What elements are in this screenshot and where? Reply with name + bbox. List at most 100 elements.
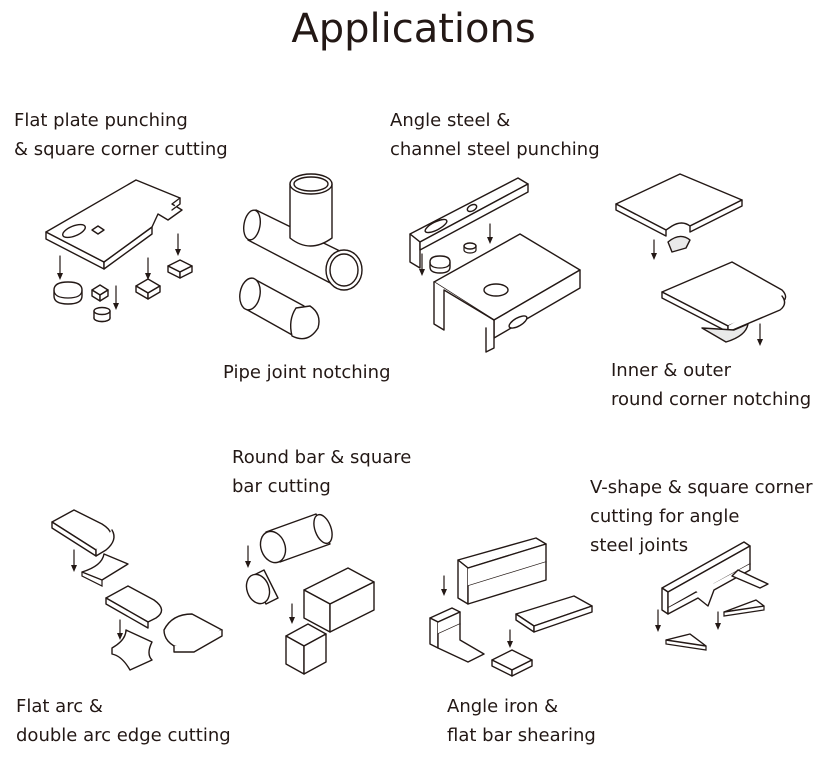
arrow-head [289, 617, 295, 624]
square-slug-side [304, 634, 326, 674]
flat-slug-edge [512, 660, 532, 676]
lower-angle-base [438, 624, 484, 662]
caption-line: steel joints [590, 535, 689, 556]
caption-angle-flat-bar-shearing: Angle iron & flat bar shearing [447, 692, 596, 750]
caption-line: Round bar & square [232, 447, 412, 468]
v-angle-base [668, 564, 750, 614]
square-bar-side [330, 582, 374, 632]
arrow-head [651, 253, 657, 260]
triangle-slug [666, 634, 706, 646]
outer-corner-slug [702, 324, 748, 342]
v-angle-leg [662, 588, 668, 614]
arrow-head [715, 623, 721, 630]
arrow-head [487, 237, 493, 244]
notched-pipe-end [237, 277, 262, 312]
channel-top [434, 234, 580, 320]
slug-edge [54, 290, 82, 298]
slot-hole [61, 222, 87, 240]
v-angle-flange [732, 570, 768, 588]
top-angle-base [468, 562, 546, 604]
flat-plate-punching-illustration [40, 172, 210, 322]
arrow-head [419, 269, 425, 276]
channel-slot [507, 314, 528, 331]
caption-line: Flat arc & [16, 696, 103, 717]
lower-angle-leg [430, 618, 438, 648]
arrow-head [145, 273, 151, 280]
lower-plate-top [662, 262, 786, 326]
arrow-head [507, 641, 513, 648]
caption-line: channel steel punching [390, 139, 600, 160]
caption-line: round corner notching [611, 389, 812, 410]
double-arc-slug [112, 630, 152, 670]
slot-slug [430, 256, 450, 273]
caption-line: cutting for angle [590, 506, 740, 527]
top-angle-leg [458, 560, 468, 604]
arc-piece-edge [96, 530, 114, 556]
bar-cutting-illustration [243, 508, 388, 676]
angle-hole [466, 203, 478, 213]
caption-line: double arc edge cutting [16, 725, 231, 746]
arrow-head [175, 249, 181, 256]
square-hole [92, 226, 104, 234]
caption-flat-plate-punching: Flat plate punching & square corner cutt… [14, 106, 228, 164]
caption-line: & square corner cutting [14, 139, 228, 160]
caption-line: bar cutting [232, 476, 331, 497]
round-corner-notching-illustration [610, 166, 800, 346]
caption-line: Pipe joint notching [223, 362, 391, 383]
middle-arc-piece [106, 586, 162, 622]
slot-slug [54, 282, 82, 304]
arc-slug-edge [82, 572, 102, 586]
arrow-head [117, 633, 123, 640]
corner-cut-side [148, 286, 160, 299]
vertical-pipe-inner [294, 177, 328, 191]
channel-lip [486, 320, 494, 352]
flat-bar-edge [534, 606, 592, 632]
caption-round-corner-notching: Inner & outer round corner notching [611, 356, 811, 414]
middle-arc-edge [106, 598, 148, 628]
caption-line: Inner & outer [611, 360, 732, 381]
round-slug-face [243, 571, 274, 607]
caption-line: Flat plate punching [14, 110, 188, 131]
inner-corner-slug [668, 236, 690, 252]
lower-plate-edge [728, 296, 785, 332]
arrow-head [655, 625, 661, 632]
round-bar-end [310, 512, 335, 546]
caption-flat-arc-cutting: Flat arc & double arc edge cutting [16, 692, 231, 750]
upper-plate-edge [616, 204, 666, 236]
pipe-joint-illustration [234, 168, 374, 348]
channel-left-flange [434, 282, 494, 330]
angle-slot [423, 217, 448, 235]
notch-depth [172, 198, 180, 210]
triangle-slug-edge [666, 640, 706, 650]
caption-line: V-shape & square corner [590, 477, 813, 498]
upper-plate-top [616, 174, 742, 230]
arc-slug [82, 554, 128, 580]
arrow-head [441, 589, 447, 596]
angle-flat-shearing-illustration [424, 534, 604, 682]
round-slug [464, 243, 476, 249]
caption-line: Angle iron & [447, 696, 559, 717]
slug-edge [430, 262, 450, 268]
caption-angle-channel-punching: Angle steel & channel steel punching [390, 106, 600, 164]
arrow-head [245, 561, 251, 568]
channel-hole [484, 284, 508, 296]
page-title: Applications [291, 6, 536, 52]
angle-channel-punching-illustration [400, 170, 585, 360]
upper-plate-edge [690, 200, 742, 232]
round-slug-side [464, 246, 476, 253]
arrow-head [113, 303, 119, 310]
arrow-head [57, 273, 63, 280]
plate-top [46, 180, 182, 262]
double-arc-edge [174, 630, 222, 652]
pipe-end-inner [330, 254, 358, 286]
corner-cut-side [180, 266, 192, 278]
arrow-head [71, 565, 77, 572]
arrow-head [757, 339, 763, 346]
triangle-slug-edge [724, 606, 764, 616]
flat-arc-cutting-illustration [46, 506, 236, 680]
caption-line: Angle steel & [390, 110, 511, 131]
caption-v-shape-cutting: V-shape & square corner cutting for angl… [590, 473, 812, 560]
square-slug-side [100, 290, 108, 301]
notch-profile [291, 306, 319, 339]
caption-round-square-bar-cutting: Round bar & square bar cutting [232, 443, 411, 501]
